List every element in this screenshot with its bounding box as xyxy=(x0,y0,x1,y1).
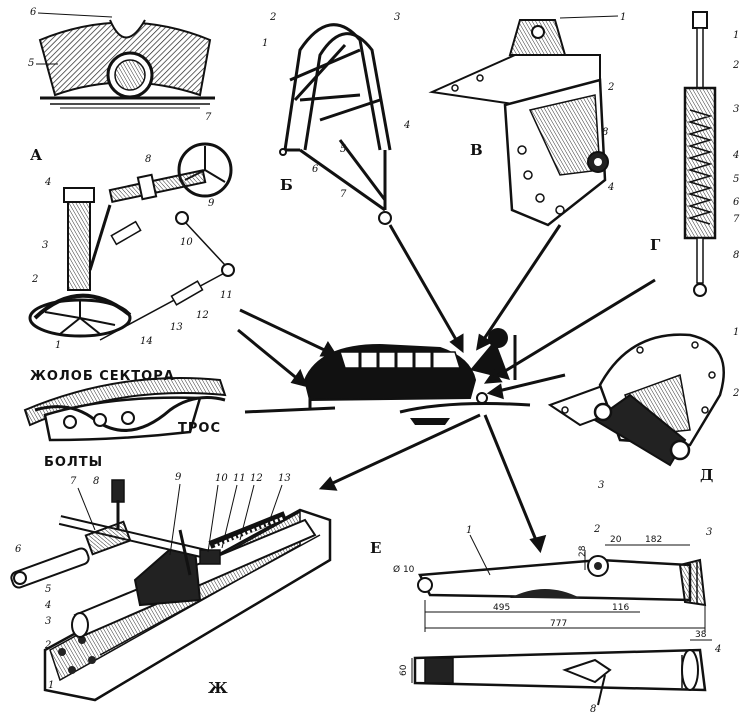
part-num-3e: 3 xyxy=(706,527,712,538)
panel-label-e: Е xyxy=(370,539,381,557)
part-num-5b: 5 xyxy=(340,144,346,155)
part-num-8v: 8 xyxy=(602,127,608,138)
part-num-4e: 4 xyxy=(714,644,721,655)
ski-assembly xyxy=(10,479,332,702)
part-num-7g: 7 xyxy=(733,214,740,225)
shock-absorber xyxy=(683,11,717,297)
part-num-4v: 4 xyxy=(607,182,614,193)
dim-116: 116 xyxy=(612,603,629,613)
part-num-9a: 9 xyxy=(208,198,215,209)
part-num-3a: 3 xyxy=(42,240,48,251)
part-num-13zh: 13 xyxy=(278,473,291,484)
part-num-4a: 4 xyxy=(44,177,51,188)
dimension-lines xyxy=(411,544,712,683)
part-num-3d: 3 xyxy=(598,480,604,491)
dim-182: 182 xyxy=(645,535,662,545)
part-num-14a: 14 xyxy=(140,336,153,347)
part-num-5: 5 xyxy=(28,58,34,69)
panel-label-a: А xyxy=(30,146,43,164)
dim-777: 777 xyxy=(550,619,567,629)
part-num-4b: 4 xyxy=(403,120,410,131)
part-num-8g: 8 xyxy=(733,250,739,261)
part-num-2zh: 2 xyxy=(44,640,51,651)
section-detail xyxy=(38,19,215,109)
leader-lines xyxy=(237,224,656,554)
panel-label-v: В xyxy=(470,141,483,159)
part-num-3g: 3 xyxy=(733,104,739,115)
part-num-2d: 2 xyxy=(732,388,739,399)
part-num-11zh: 11 xyxy=(233,473,246,484)
panel-label-g: Г xyxy=(650,236,661,254)
part-num-1a: 1 xyxy=(55,340,61,351)
part-num-10a: 10 xyxy=(180,237,193,248)
part-num-1d: 1 xyxy=(733,327,739,338)
dim-60: 60 xyxy=(399,664,409,676)
part-num-1g: 1 xyxy=(733,30,739,41)
part-num-2g: 2 xyxy=(732,60,739,71)
part-num-1e: 1 xyxy=(466,525,472,536)
part-num-3b: 3 xyxy=(394,12,400,23)
part-num-2b: 2 xyxy=(269,12,276,23)
part-num-1v: 1 xyxy=(620,12,626,23)
part-num-13a: 13 xyxy=(170,322,183,333)
dim-495: 495 xyxy=(493,603,510,613)
part-num-8a: 8 xyxy=(145,154,151,165)
part-num-5zh: 5 xyxy=(45,584,51,595)
part-num-1b: 1 xyxy=(262,38,268,49)
part-num-6g: 6 xyxy=(733,197,740,208)
part-num-4g: 4 xyxy=(732,150,739,161)
dim-diameter: Ø 10 xyxy=(393,564,415,575)
strut-top-view xyxy=(417,555,707,607)
panel-label-zh: Ж xyxy=(208,679,228,697)
steering-mechanism xyxy=(28,142,235,341)
part-num-4zh: 4 xyxy=(44,600,51,611)
part-num-2a: 2 xyxy=(31,274,38,285)
part-num-6: 6 xyxy=(30,7,37,18)
dim-28: 28 xyxy=(578,545,588,557)
part-num-6zh: 6 xyxy=(15,544,22,555)
frame-assembly xyxy=(279,23,392,225)
part-num-8zh: 8 xyxy=(93,476,99,487)
part-num-11a: 11 xyxy=(220,290,233,301)
part-num-7b: 7 xyxy=(340,189,347,200)
dim-20: 20 xyxy=(610,535,622,545)
part-num-6b: 6 xyxy=(312,164,319,175)
part-num-3zh: 3 xyxy=(45,616,51,627)
sector-groove-detail xyxy=(23,377,227,442)
strut-side-view xyxy=(413,648,707,706)
dim-38: 38 xyxy=(695,630,707,640)
part-num-7zh: 7 xyxy=(70,476,77,487)
part-num-2v: 2 xyxy=(607,82,614,93)
part-num-8e: 8 xyxy=(590,704,596,715)
part-num-12zh: 12 xyxy=(250,473,263,484)
part-num-9zh: 9 xyxy=(175,472,182,483)
part-num-2e: 2 xyxy=(593,524,600,535)
aerosled-silhouette xyxy=(244,328,531,425)
caption-cable: ТРОС xyxy=(178,421,221,436)
part-num-12a: 12 xyxy=(196,310,209,321)
bracket-v xyxy=(428,19,609,227)
part-num-7: 7 xyxy=(205,112,212,123)
caption-bolts: БОЛТЫ xyxy=(44,455,103,470)
part-num-10zh: 10 xyxy=(215,473,228,484)
part-num-1zh: 1 xyxy=(48,680,54,691)
panel-label-d: Д xyxy=(700,466,713,484)
bracket-d xyxy=(547,333,725,467)
part-num-5g: 5 xyxy=(733,174,739,185)
panel-label-b: Б xyxy=(280,176,293,194)
